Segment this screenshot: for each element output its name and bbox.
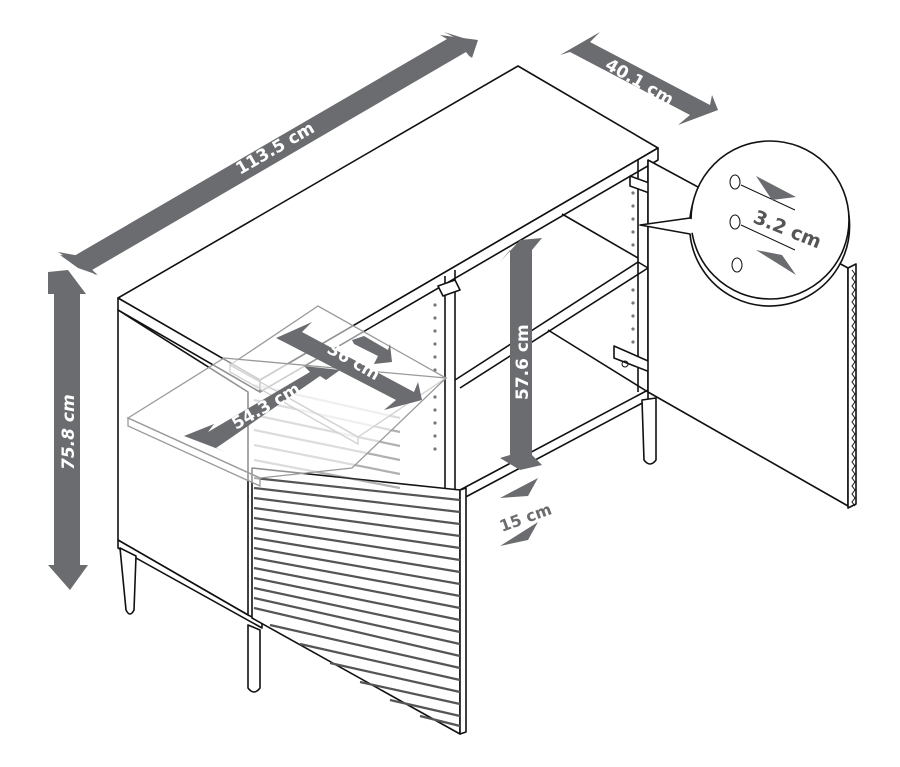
shelf-spacing-small-arrow [352, 336, 392, 364]
leg-clearance-dimension-arrow: 15 cm [497, 478, 554, 546]
shelf-pin-holes-left [433, 303, 437, 451]
width-label: 113.5 cm [233, 118, 319, 179]
door-slats [253, 476, 461, 728]
legs [119, 397, 657, 693]
height-dimension-arrow: 75.8 cm [48, 270, 88, 590]
hole-spacing-callout: 3.2 cm [639, 140, 851, 307]
hinge-divider [437, 279, 461, 297]
interior-height-dimension-arrow: 57.6 cm [500, 238, 542, 470]
callout-pin-holes [729, 174, 743, 273]
interior-height-label: 57.6 cm [513, 324, 533, 400]
shelf-pin-holes-right [631, 191, 635, 344]
ghost-shelf-lower [126, 357, 448, 488]
height-label: 75.8 cm [59, 394, 79, 470]
